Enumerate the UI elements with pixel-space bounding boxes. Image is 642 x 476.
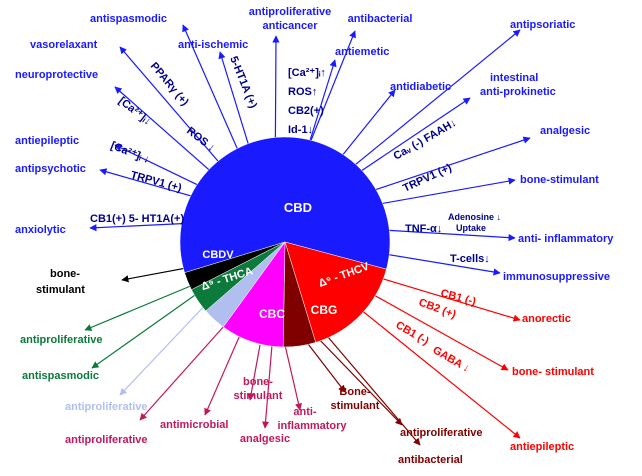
mech-ca-faah: Caᵥ (-) FAAH↓ bbox=[392, 117, 459, 163]
effect-antiproliferative-green: antiproliferative bbox=[20, 334, 103, 346]
effect-bone-cbg-1: Bone- bbox=[339, 386, 371, 398]
effect-cbdv-bone-1: bone- bbox=[50, 268, 80, 280]
mech-ros-left: ROS ↓ bbox=[184, 125, 217, 154]
arrow-analgesic-pink bbox=[261, 344, 273, 429]
segment-cbd bbox=[179, 136, 391, 274]
mech-ppar: PPARγ (+) bbox=[148, 60, 191, 108]
effect-anxiolytic: anxiolytic bbox=[15, 224, 66, 236]
arrow-bone-stimulant-red bbox=[364, 289, 509, 371]
effect-intestinal: intestinal bbox=[490, 72, 538, 84]
effect-bone-stimulant-right: bone-stimulant bbox=[520, 174, 599, 186]
arrow-anorectic bbox=[369, 274, 521, 322]
effect-anti-pink-2: inflammatory bbox=[277, 420, 347, 432]
arrow-antispasmodic-green bbox=[91, 287, 206, 369]
effect-bone-pink-1: bone- bbox=[243, 376, 273, 388]
effect-anticancer: anticancer bbox=[262, 20, 318, 32]
effect-immunosuppressive: immunosuppressive bbox=[503, 271, 610, 283]
mech-ros-top: ROS↑ bbox=[288, 86, 317, 98]
effect-antipsoriatic: antipsoriatic bbox=[510, 19, 575, 31]
effect-antibacterial-top: antibacterial bbox=[348, 13, 413, 25]
effect-antiproliferative-pink: antiproliferative bbox=[65, 434, 148, 446]
label-cbdv: CBDV bbox=[202, 249, 234, 261]
arrow-antibacterial-cbg bbox=[321, 329, 421, 446]
effect-bone-cbg-2: stimulant bbox=[331, 400, 380, 412]
mech-cb1-ht1a: CB1(+) 5- HT1A(+) bbox=[90, 213, 184, 225]
effect-bone-stimulant-red: bone- stimulant bbox=[512, 366, 594, 378]
effect-anorectic: anorectic bbox=[522, 313, 571, 325]
effect-anti-pink-1: anti- bbox=[293, 406, 317, 418]
mech-tnf: TNF-α↓ bbox=[405, 223, 442, 235]
arrow-antiproliferative-lav bbox=[119, 299, 211, 396]
mech-trpv1-left: TRPV1 (+) bbox=[129, 169, 183, 194]
effect-vasorelaxant: vasorelaxant bbox=[30, 39, 98, 51]
effect-antimicrobial: antimicrobial bbox=[160, 419, 228, 431]
segment-cbdv bbox=[184, 241, 286, 291]
mech-cb2-top: CB2(+) bbox=[288, 105, 324, 117]
effect-antispasmodic-top: antispasmodic bbox=[90, 13, 167, 25]
arrow-bone-pink bbox=[247, 344, 261, 401]
effect-antiproliferative-cbg: antiproliferative bbox=[400, 427, 483, 439]
mech-tcells: T-cells↓ bbox=[450, 253, 490, 265]
cannabinoid-pie bbox=[179, 136, 391, 348]
label-cbd: CBD bbox=[284, 200, 312, 215]
effect-anti-ischemic: anti-ischemic bbox=[178, 39, 248, 51]
mech-ca-left1: [Ca²⁺]ᵢ↓ bbox=[116, 95, 153, 128]
effect-anti-prokinetic: anti-prokinetic bbox=[480, 86, 556, 98]
effect-labels: antispasmodic vasorelaxant anti-ischemic… bbox=[15, 6, 614, 466]
effect-antiepileptic-left: antiepileptic bbox=[15, 135, 79, 147]
effect-neuroprotective: neuroprotective bbox=[15, 69, 98, 81]
effect-antiemetic: antiemetic bbox=[335, 46, 389, 58]
arrow-anti-inflammatory-pink bbox=[284, 344, 303, 411]
label-cbg: CBG bbox=[311, 303, 338, 317]
mech-uptake: Uptake bbox=[456, 223, 486, 233]
arrow-bone-cbg bbox=[304, 339, 346, 393]
effect-antiproliferative-top: antiproliferative bbox=[249, 6, 332, 18]
arrow-antimicrobial bbox=[204, 334, 241, 416]
arrow-antiepileptic-red bbox=[354, 304, 521, 439]
mech-id1: Id-1↓ bbox=[288, 124, 313, 136]
mech-ca-top: [Ca²⁺]ᵢ↑ bbox=[288, 67, 326, 79]
segment-thcv bbox=[284, 241, 387, 343]
effect-antidiabetic: antidiabetic bbox=[390, 81, 451, 93]
mechanism-labels-red: CB1 (-) CB2 (+) CB1 (-) GABA ↓ bbox=[394, 287, 478, 375]
mech-adenosine: Adenosine ↓ bbox=[448, 212, 501, 222]
mech-ca-left2: [Ca²⁺]ᵢ ↓ bbox=[109, 140, 151, 166]
arrow-antiproliferative-pink bbox=[139, 324, 226, 421]
label-cbc: CBC bbox=[259, 307, 285, 321]
mech-ht1a-top: 5-HT1A (+) bbox=[227, 55, 259, 111]
effect-antiepileptic-red: antiepileptic bbox=[510, 441, 574, 453]
effect-antibacterial-cbg: antibacterial bbox=[398, 454, 463, 466]
arrow-antiproliferative-green bbox=[84, 279, 206, 331]
effect-anti-inflammatory-right: anti- inflammatory bbox=[518, 233, 614, 245]
effect-antispasmodic-green: antispasmodic bbox=[22, 370, 99, 382]
effect-antipsychotic: antipsychotic bbox=[15, 163, 86, 175]
effect-antiproliferative-lav: antiproliferative bbox=[65, 401, 148, 413]
effect-analgesic-pink: analgesic bbox=[240, 433, 290, 445]
effect-bone-pink-2: stimulant bbox=[234, 390, 283, 402]
arrow-antiproliferative-cbg bbox=[314, 334, 403, 426]
effect-cbdv-bone-2: stimulant bbox=[36, 284, 85, 296]
effect-analgesic-right: analgesic bbox=[540, 125, 590, 137]
